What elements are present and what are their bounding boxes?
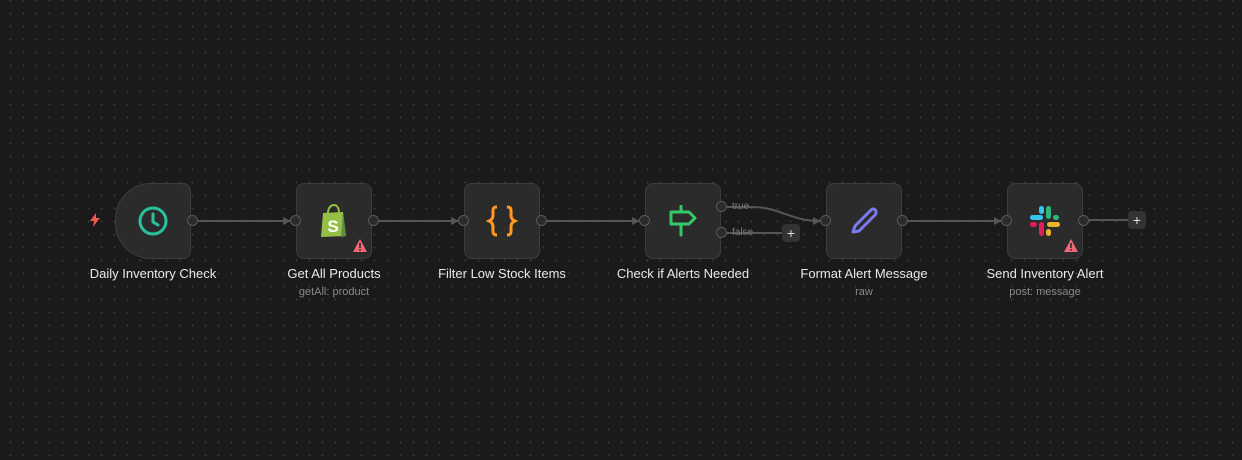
add-node-false-branch-button[interactable]: + xyxy=(782,224,800,242)
shopify-icon: S xyxy=(317,204,351,238)
node-check-if-alerts-needed[interactable] xyxy=(645,183,721,259)
node-format-alert-message[interactable] xyxy=(826,183,902,259)
node-subtitle: getAll: product xyxy=(298,286,370,298)
output-handle-false[interactable] xyxy=(716,227,727,238)
signpost-icon xyxy=(666,204,700,238)
node-filter-low-stock-items[interactable] xyxy=(464,183,540,259)
pen-icon xyxy=(847,204,881,238)
node-label: Filter Low Stock Items xyxy=(438,266,566,281)
node-label: Send Inventory Alert xyxy=(986,266,1104,281)
output-handle[interactable] xyxy=(1078,215,1089,226)
node-label: Check if Alerts Needed xyxy=(616,266,750,281)
clock-icon xyxy=(136,204,170,238)
node-label: Get All Products xyxy=(287,266,381,281)
add-node-button[interactable]: + xyxy=(1128,211,1146,229)
warning-icon[interactable] xyxy=(1064,239,1078,252)
input-handle[interactable] xyxy=(290,215,301,226)
node-daily-inventory-check[interactable] xyxy=(115,183,191,259)
node-subtitle: raw xyxy=(855,286,873,298)
code-braces-icon xyxy=(485,204,519,238)
warning-icon[interactable] xyxy=(353,239,367,252)
input-handle[interactable] xyxy=(1001,215,1012,226)
node-label: Daily Inventory Check xyxy=(89,266,217,281)
slack-icon xyxy=(1028,204,1062,238)
input-handle[interactable] xyxy=(458,215,469,226)
node-get-all-products[interactable]: S xyxy=(296,183,372,259)
input-handle[interactable] xyxy=(639,215,650,226)
output-handle-true[interactable] xyxy=(716,201,727,212)
node-label: Format Alert Message xyxy=(800,266,928,281)
input-handle[interactable] xyxy=(820,215,831,226)
output-handle[interactable] xyxy=(368,215,379,226)
trigger-bolt-icon xyxy=(90,213,100,227)
output-handle[interactable] xyxy=(897,215,908,226)
branch-label-false: false xyxy=(732,227,754,238)
node-subtitle: post: message xyxy=(1009,286,1081,298)
svg-text:S: S xyxy=(327,217,338,236)
node-send-inventory-alert[interactable] xyxy=(1007,183,1083,259)
output-handle[interactable] xyxy=(536,215,547,226)
output-handle[interactable] xyxy=(187,215,198,226)
branch-label-true: true xyxy=(732,201,750,212)
